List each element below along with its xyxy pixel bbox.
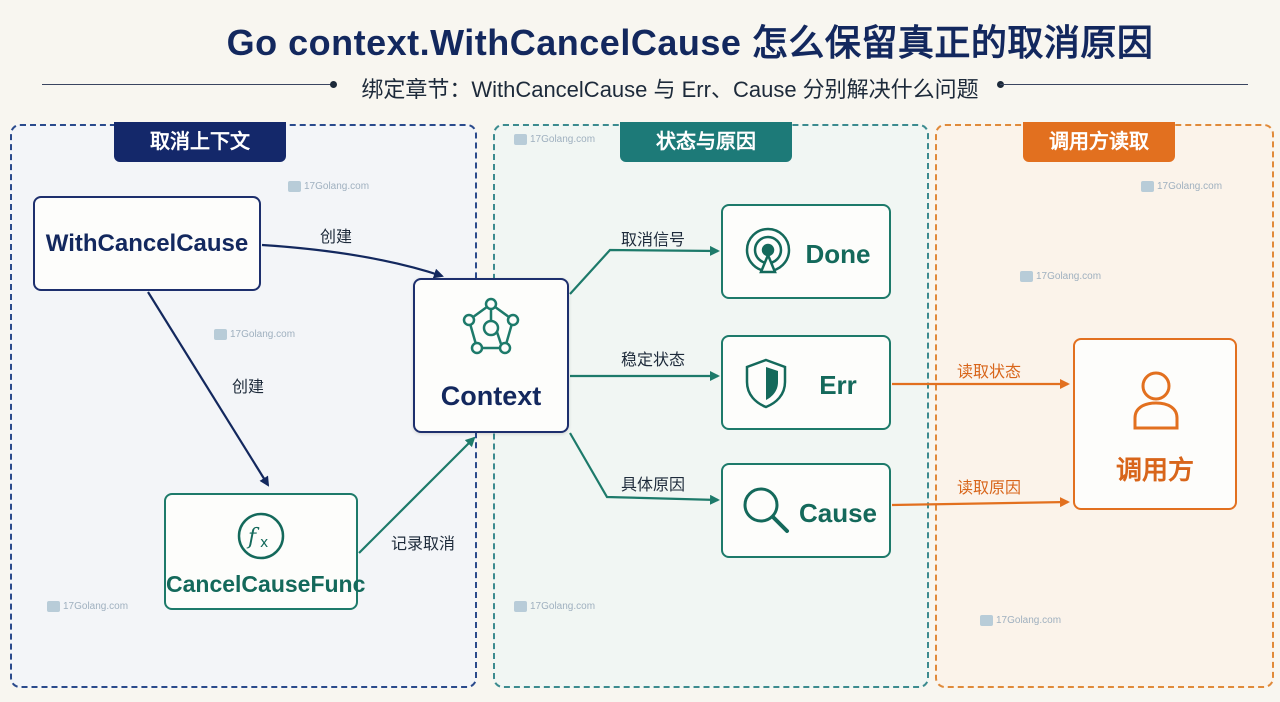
node-context: Context [413, 278, 569, 433]
watermark-logo-icon [514, 134, 527, 145]
edge-label-read-cause: 读取原因 [957, 480, 1022, 497]
arrow-create-func [147, 291, 270, 487]
arrow-read-cause [891, 497, 1070, 508]
watermark-logo-icon [288, 181, 301, 192]
subtitle-rule-right [1000, 84, 1248, 85]
watermark: 17Golang.com [288, 181, 369, 192]
watermark: 17Golang.com [214, 329, 295, 340]
watermark: 17Golang.com [1141, 181, 1222, 192]
magnifier-icon [743, 487, 789, 533]
node-label: Cause [798, 498, 878, 528]
arrow-specific-cause [569, 432, 720, 505]
node-err: Err [721, 335, 891, 430]
node-label: CancelCauseFunc [166, 571, 366, 597]
arrow-cancel-signal [569, 245, 720, 295]
edge-label-read-state: 读取状态 [957, 364, 1022, 381]
watermark-logo-icon [47, 601, 60, 612]
svg-text:x: x [260, 535, 268, 551]
shield-icon [745, 358, 787, 409]
node-label: Err [819, 370, 857, 400]
svg-text:f: f [246, 525, 260, 550]
arrow-record-cancel [358, 436, 476, 554]
watermark-logo-icon [980, 615, 993, 626]
edge-label-create-context: 创建 [320, 229, 353, 246]
watermark: 17Golang.com [47, 601, 128, 612]
arrow-create-context [261, 243, 444, 279]
page-title: Go context.WithCancelCause 怎么保留真正的取消原因 [226, 22, 1154, 63]
edge-label-cancel-signal: 取消信号 [621, 232, 686, 249]
node-label: WithCancelCause [45, 230, 249, 257]
panel-title-caller-read: 调用方读取 [1023, 122, 1175, 162]
person-icon [1133, 371, 1179, 430]
signal-broadcast-icon [745, 227, 791, 274]
node-done: Done [721, 204, 891, 299]
edge-label-create-func: 创建 [232, 379, 265, 396]
node-cause: Cause [721, 463, 891, 558]
network-graph-icon [462, 297, 520, 355]
subtitle-rule-left [42, 84, 332, 85]
panel-title-state-and-cause: 状态与原因 [620, 122, 792, 162]
function-fx-icon: f x [237, 512, 285, 560]
node-cancel-cause-func: f x CancelCauseFunc [164, 493, 366, 610]
edge-label-stable-state: 稳定状态 [621, 352, 686, 369]
watermark-logo-icon [514, 601, 527, 612]
watermark: 17Golang.com [514, 134, 595, 145]
watermark: 17Golang.com [1020, 271, 1101, 282]
watermark: 17Golang.com [514, 601, 595, 612]
watermark-logo-icon [214, 329, 227, 340]
panel-title-cancel-context: 取消上下文 [114, 122, 286, 162]
node-label: Done [805, 239, 871, 269]
page-subtitle: 绑定章节：WithCancelCause 与 Err、Cause 分别解决什么问… [361, 77, 979, 102]
node-label: 调用方 [1115, 455, 1194, 485]
watermark-logo-icon [1020, 271, 1033, 282]
subtitle-rule-dot-left [330, 81, 337, 88]
edge-label-specific-cause: 具体原因 [621, 477, 686, 494]
node-label: Context [440, 381, 542, 411]
node-caller: 调用方 [1073, 338, 1237, 510]
watermark: 17Golang.com [980, 615, 1061, 626]
edge-label-record-cancel: 记录取消 [391, 536, 456, 553]
node-with-cancel-cause: WithCancelCause [33, 196, 261, 291]
watermark-logo-icon [1141, 181, 1154, 192]
